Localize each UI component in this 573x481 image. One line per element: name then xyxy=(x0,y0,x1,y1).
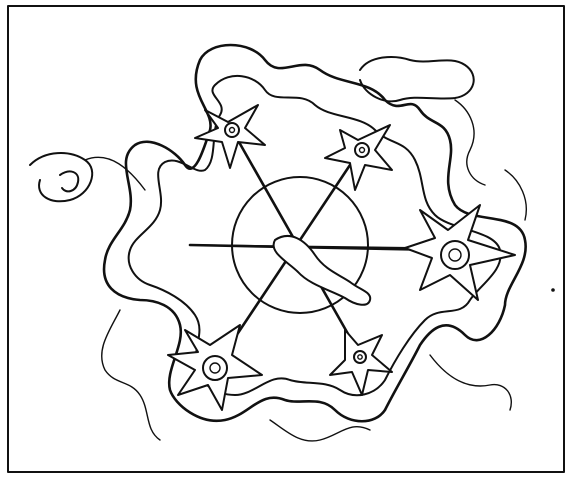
strand-right xyxy=(505,170,526,220)
strand-bottom-right xyxy=(430,355,511,410)
strand-top-right xyxy=(360,57,474,101)
star-node-bottom-right xyxy=(330,330,392,395)
star-node-bottom-left xyxy=(168,325,262,410)
star-node-top-right xyxy=(325,125,392,190)
strand-left-2 xyxy=(60,171,78,191)
strand-left-3 xyxy=(85,157,145,190)
star-node-top-left xyxy=(195,105,265,168)
stray-dot xyxy=(551,288,555,292)
strand-right-2 xyxy=(455,100,485,185)
strand-bottom-left xyxy=(102,310,160,440)
strand-left xyxy=(30,153,92,201)
strand-bottom xyxy=(270,420,370,441)
